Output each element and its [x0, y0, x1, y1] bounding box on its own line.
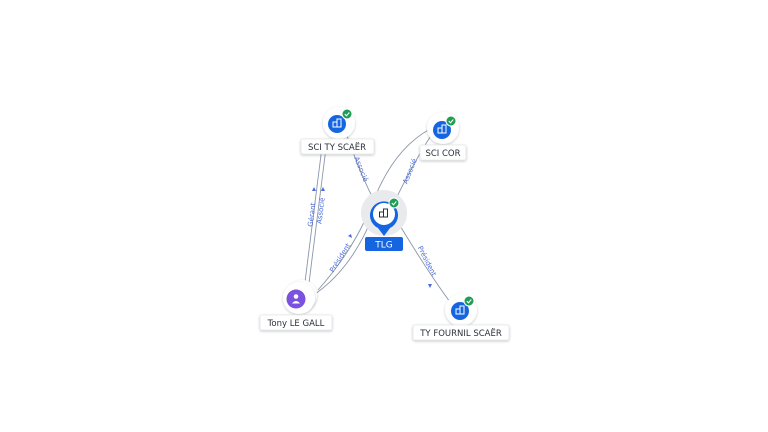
edge-arrow: [428, 284, 432, 288]
building-icon: [332, 118, 342, 128]
edge-arrow: [321, 187, 325, 191]
svg-text:Gérant: Gérant: [307, 202, 318, 227]
edge-tlg-tyFournil[interactable]: [398, 223, 451, 303]
node-label: SCI TY SCAËR: [308, 142, 366, 153]
svg-text:Associé: Associé: [352, 155, 369, 183]
node-label: SCI COR: [425, 149, 460, 159]
edge-label-president-tlg-tyFournil: Président: [416, 245, 438, 278]
node-tlg[interactable]: TLG: [361, 190, 407, 251]
node-label: TLG: [374, 241, 393, 251]
node-tony-le-gall[interactable]: Tony LE GALL: [259, 280, 333, 331]
verified-check-icon: [463, 295, 475, 307]
building-icon: [379, 208, 388, 218]
verified-check-icon: [445, 115, 457, 127]
node-label: Tony LE GALL: [267, 319, 325, 329]
edge-tony-sciTy-2[interactable]: [307, 139, 328, 292]
node-ty-fournil-scaer[interactable]: TY FOURNIL SCAËR: [412, 294, 510, 341]
node-sci-ty-scaer[interactable]: SCI TY SCAËR: [300, 107, 375, 155]
node-label: TY FOURNIL SCAËR: [419, 328, 502, 339]
building-icon: [455, 305, 465, 315]
svg-text:Associé: Associé: [401, 157, 418, 185]
svg-text:Associé: Associé: [315, 197, 326, 224]
person-icon: [292, 294, 300, 304]
edge-label-president-tony-tlg: Président: [328, 242, 352, 274]
verified-check-icon: [341, 108, 353, 120]
edge-label-associe-tlg-sciCor: Associé: [401, 157, 418, 185]
verified-check-icon: [388, 197, 400, 209]
edge-label-associe-tlg-sciTy: Associé: [352, 155, 369, 183]
edge-label-gerant: Gérant: [307, 202, 318, 227]
building-icon: [437, 124, 447, 134]
edge-tony-sciTy-1[interactable]: [303, 138, 324, 291]
svg-text:Président: Président: [416, 245, 438, 278]
edge-arrow: [348, 234, 352, 238]
edge-arrow: [312, 187, 316, 191]
node-sci-cor[interactable]: SCI COR: [419, 112, 467, 161]
svg-text:Président: Président: [328, 242, 352, 274]
edge-label-associe-tony: Associé: [315, 197, 326, 224]
edge-tony-tlg-2[interactable]: [317, 217, 367, 291]
